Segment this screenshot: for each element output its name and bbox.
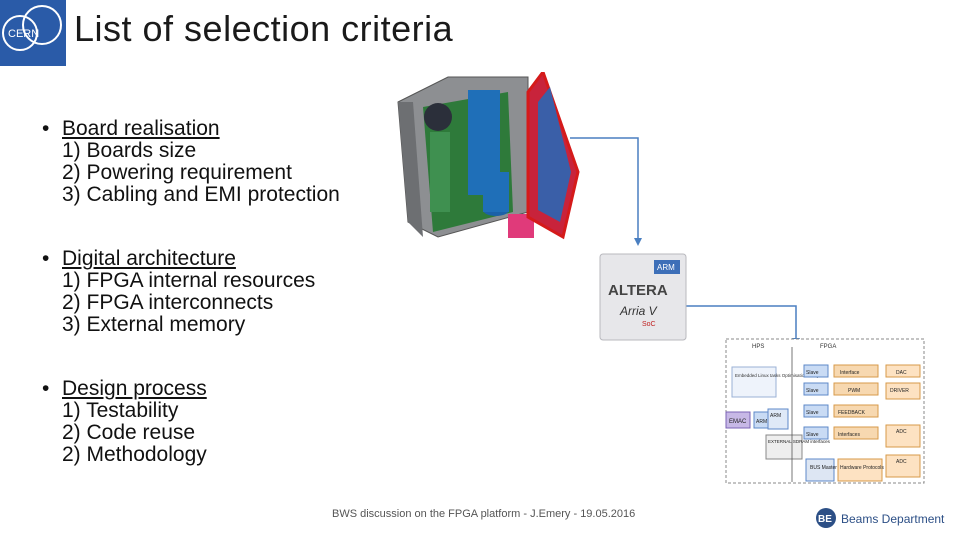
group-heading: Board realisation <box>62 117 220 140</box>
list-item: 2) Powering requirement <box>62 161 292 184</box>
slave-block: Slave <box>806 388 819 394</box>
list-item: 3) External memory <box>62 313 246 336</box>
chip-suffix-text: SoC <box>642 321 656 328</box>
interfaces-block: Interfaces <box>838 432 860 438</box>
adc-block: ADC <box>896 429 907 435</box>
slave-block: Slave <box>806 370 819 376</box>
cern-logo-text: CERN <box>8 28 39 40</box>
arm-badge: ARM <box>657 263 675 272</box>
list-item: 1) Testability <box>62 399 179 422</box>
altera-chip-image: ARM ALTERA Arria V SoC <box>598 252 688 342</box>
arm-bus-block: ARM <box>770 413 781 419</box>
bus-master-block: BUS Master <box>810 465 837 471</box>
arm-block: ARM <box>756 419 767 425</box>
fpga-label: FPGA <box>820 344 836 350</box>
bullet-dot: • <box>42 247 50 270</box>
criteria-group-board: • Board realisation 1) Boards size 2) Po… <box>42 118 340 206</box>
beams-department-logo: BE Beams Department <box>815 506 955 530</box>
architecture-diagram: HPS FPGA Embedded Linux tasks Optimisati… <box>700 337 926 485</box>
emac-block: EMAC <box>729 419 747 425</box>
group-heading: Design process <box>62 377 207 400</box>
feedback-block: FEEDBACK <box>838 410 866 416</box>
bullet-dot: • <box>42 377 50 400</box>
list-item: 1) FPGA internal resources <box>62 269 316 292</box>
dac-block: DAC <box>896 370 907 376</box>
hw-protocols-block: Hardware Protocols <box>840 465 884 471</box>
cern-logo: CERN <box>0 0 66 66</box>
sdram-block: EXTERNAL SDRAM interfaces <box>768 439 831 444</box>
slave-block: Slave <box>806 410 819 416</box>
chip-model-text: Arria V <box>619 304 658 318</box>
list-item: 2) FPGA interconnects <box>62 291 274 314</box>
list-item: 3) Cabling and EMI protection <box>62 183 340 206</box>
driver-block: DRIVER <box>890 388 909 394</box>
board-enclosure-image <box>378 68 583 244</box>
arrow-board-to-chip <box>570 137 642 246</box>
beams-text: Beams Department <box>841 512 945 526</box>
beams-badge: BE <box>818 514 832 525</box>
list-item: 1) Boards size <box>62 139 197 162</box>
bullet-dot: • <box>42 117 50 140</box>
adc-block: ADC <box>896 459 907 465</box>
hps-label: HPS <box>752 344 764 350</box>
criteria-group-digital: • Digital architecture 1) FPGA internal … <box>42 248 340 336</box>
criteria-group-design: • Design process 1) Testability 2) Code … <box>42 378 340 466</box>
criteria-list: • Board realisation 1) Boards size 2) Po… <box>42 118 340 508</box>
list-item: 2) Code reuse <box>62 421 196 444</box>
slave-block: Slave <box>806 432 819 438</box>
left-note: Embedded Linux tasks Optimisation Analys… <box>735 373 825 378</box>
group-heading: Digital architecture <box>62 247 236 270</box>
page-title: List of selection criteria <box>74 8 454 49</box>
altera-brand-text: ALTERA <box>608 282 668 299</box>
interface-block: Interface <box>840 370 860 376</box>
list-item: 2) Methodology <box>62 443 207 466</box>
footer-text: BWS discussion on the FPGA platform - J.… <box>332 508 636 520</box>
pwm-block: PWM <box>848 388 860 394</box>
